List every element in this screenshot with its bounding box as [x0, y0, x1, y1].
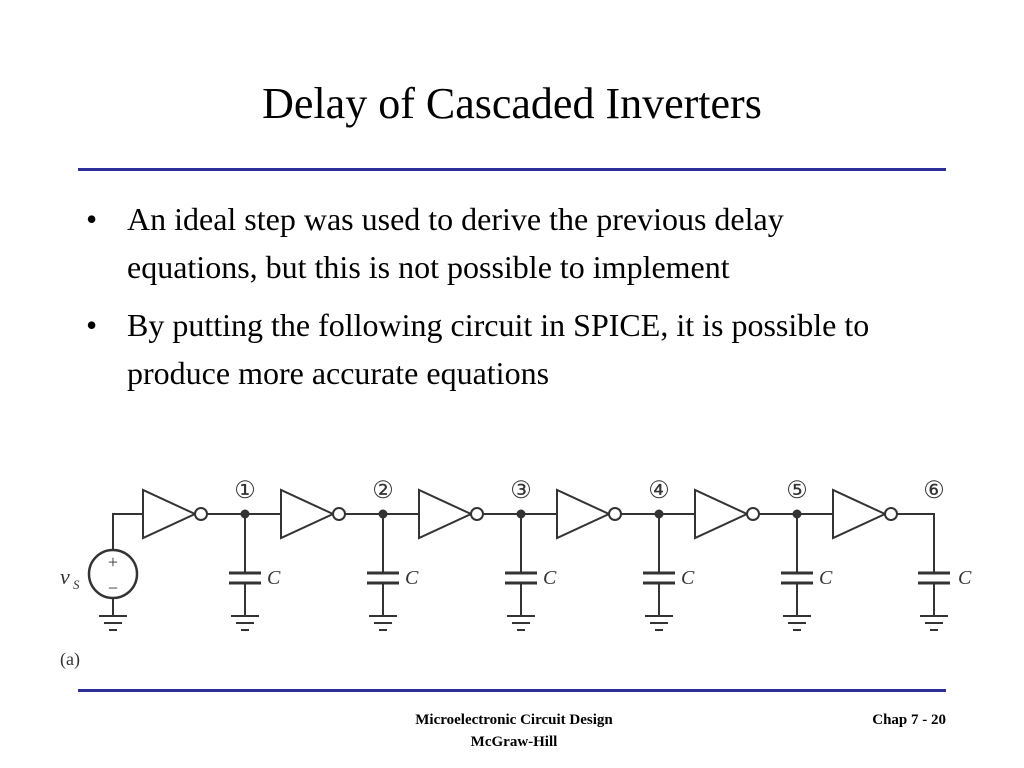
capacitor-label: C — [819, 567, 833, 589]
node-label: ① — [234, 478, 256, 504]
inverter-stage-3 — [418, 488, 557, 631]
source-plus: + — [108, 552, 118, 572]
source-subscript: S — [73, 577, 80, 592]
inverter-stage-1 — [142, 488, 281, 631]
bullet-icon: • — [86, 307, 98, 343]
capacitor-label: C — [543, 567, 557, 589]
inverter-stage-6 — [832, 488, 950, 631]
node-label: ⑤ — [786, 478, 808, 504]
bullet-text: By putting the following circuit in SPIC… — [127, 307, 870, 391]
bullet-text: An ideal step was used to derive the pre… — [127, 201, 784, 285]
slide-title: Delay of Cascaded Inverters — [262, 79, 762, 128]
node-label: ④ — [648, 478, 670, 504]
inverter-stage-2 — [280, 488, 419, 631]
bullet-item: • By putting the following circuit in SP… — [84, 301, 904, 397]
figure-label: (a) — [60, 649, 80, 670]
source-minus: − — [108, 578, 118, 598]
page-number: Chap 7 - 20 — [872, 712, 946, 728]
bullet-list: • An ideal step was used to derive the p… — [84, 195, 904, 407]
capacitor-label: C — [267, 567, 281, 589]
circuit-wiring — [99, 513, 143, 631]
footer-book-title: Microelectronic Circuit Design — [415, 712, 613, 728]
inverter-stage-5 — [694, 488, 833, 631]
title-divider — [78, 168, 946, 171]
capacitor-label: C — [405, 567, 419, 589]
capacitor-label: C — [958, 567, 972, 589]
footer-divider — [78, 689, 946, 692]
capacitor-label: C — [681, 567, 695, 589]
cascaded-inverter-circuit: + − v S ① C ② C — [60, 478, 972, 670]
footer-credit: Microelectronic Circuit Design McGraw-Hi… — [360, 709, 668, 753]
bullet-icon: • — [86, 201, 98, 237]
footer-publisher: McGraw-Hill — [470, 734, 558, 750]
node-label: ⑥ — [923, 478, 945, 504]
inverter-stage-4 — [556, 488, 695, 631]
node-label: ② — [372, 478, 394, 504]
bullet-item: • An ideal step was used to derive the p… — [84, 195, 904, 291]
source-label: v — [60, 564, 70, 589]
voltage-source: + − — [87, 548, 139, 600]
node-label: ③ — [510, 478, 532, 504]
